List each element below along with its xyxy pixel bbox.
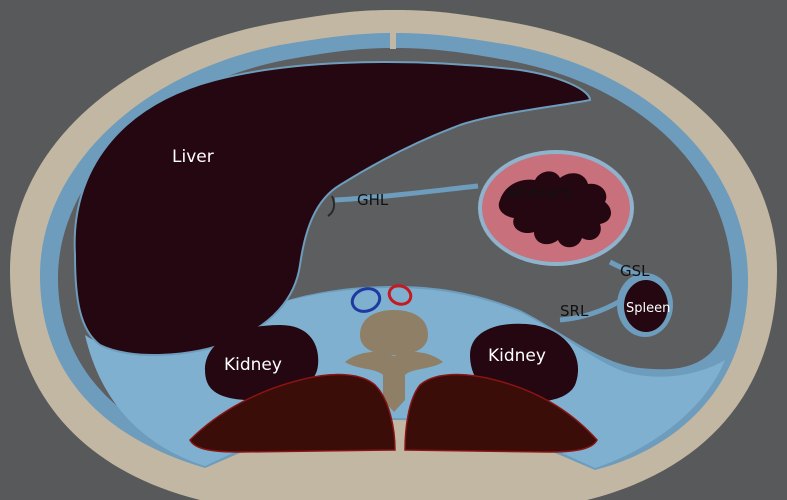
label-gsl: GSL (620, 262, 650, 280)
label-spleen: Spleen (626, 301, 670, 316)
aorta (387, 284, 413, 306)
vertebral-arch (345, 352, 443, 412)
liver (73, 60, 592, 356)
label-stomach: Stomach (506, 184, 572, 202)
gastrohepatic-ligament (334, 183, 479, 203)
ghl-fold (327, 195, 336, 217)
label-kidney-right: Kidney (488, 346, 546, 366)
kidney-left (205, 325, 319, 401)
label-kidney-left: Kidney (224, 355, 282, 375)
vertebral-body (360, 310, 428, 355)
ivc (350, 287, 382, 313)
label-ghl: GHL (357, 191, 389, 209)
linea-alba (390, 33, 396, 49)
paraspinal-muscle-right (404, 373, 598, 453)
label-srl: SRL (560, 302, 589, 320)
spleen (624, 280, 668, 332)
label-liver: Liver (172, 147, 214, 167)
paraspinal-muscle-left (189, 373, 396, 453)
stomach-lumen-rugae (498, 171, 612, 248)
